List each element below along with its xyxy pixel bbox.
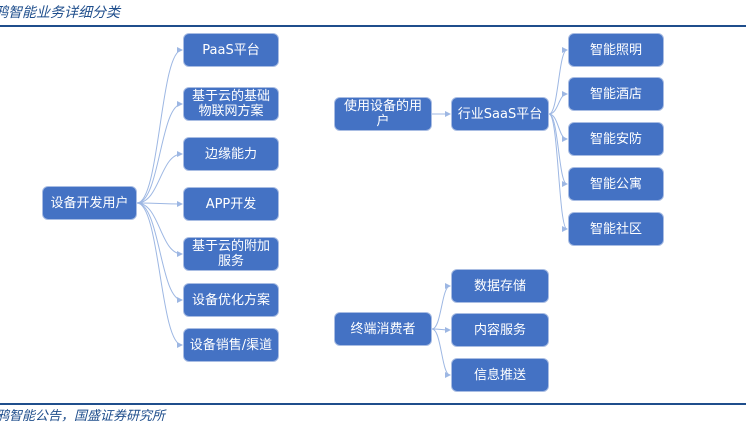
node-app: APP开发 <box>183 187 279 221</box>
connector-line <box>136 202 183 257</box>
header-divider <box>0 25 746 27</box>
node-smart-lighting: 智能照明 <box>568 33 664 67</box>
source-note: 鸦智能公告，国盛证券研究所 <box>0 409 166 424</box>
footer-divider <box>0 403 746 405</box>
node-edge: 边缘能力 <box>183 137 279 171</box>
connector-line <box>431 326 451 333</box>
node-device-user: 使用设备的用户 <box>334 97 432 131</box>
node-device-optimization: 设备优化方案 <box>183 283 279 317</box>
node-info-push: 信息推送 <box>451 358 549 392</box>
connector-line <box>136 101 183 204</box>
node-paas: PaaS平台 <box>183 33 279 67</box>
connector-line <box>548 113 568 232</box>
node-end-consumer: 终端消费者 <box>334 312 432 346</box>
node-industry-saas: 行业SaaS平台 <box>451 97 549 131</box>
node-smart-apartment: 智能公寓 <box>568 167 664 201</box>
node-data-storage: 数据存储 <box>451 269 549 303</box>
node-smart-hotel: 智能酒店 <box>568 77 664 111</box>
connector-line <box>136 47 183 204</box>
connector-line <box>548 47 568 115</box>
connector-line <box>136 202 183 303</box>
connector-line <box>136 202 183 348</box>
connector-line <box>548 91 568 115</box>
node-iot-solution: 基于云的基础物联网方案 <box>183 87 279 121</box>
node-content-service: 内容服务 <box>451 313 549 347</box>
connector-line <box>136 200 183 207</box>
page-title: 鸦智能业务详细分类 <box>0 5 120 21</box>
connector-line <box>136 151 183 204</box>
node-sales-channel: 设备销售/渠道 <box>183 328 279 362</box>
node-device-developer: 设备开发用户 <box>42 186 137 220</box>
node-smart-community: 智能社区 <box>568 212 664 246</box>
node-smart-security: 智能安防 <box>568 122 664 156</box>
connector-line <box>431 328 451 378</box>
node-cloud-addon: 基于云的附加服务 <box>183 237 279 271</box>
connector-line <box>548 113 568 187</box>
connector-line <box>431 283 451 330</box>
